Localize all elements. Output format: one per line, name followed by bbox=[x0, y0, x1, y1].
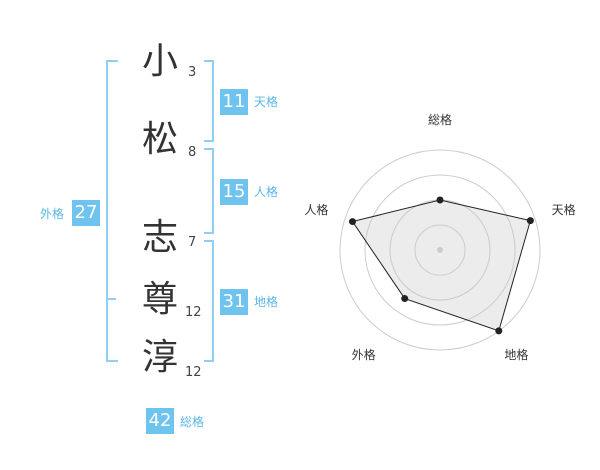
bracket-gaikaku-divider bbox=[106, 298, 116, 300]
radar-point-5 bbox=[349, 218, 357, 226]
soukaku-value: 42 bbox=[146, 408, 174, 434]
radar-axis-label-3: 地格 bbox=[504, 347, 528, 362]
gaikaku-value: 27 bbox=[72, 200, 100, 226]
radar-ring-1 bbox=[414, 224, 466, 276]
chikaku-label: 地格 bbox=[254, 295, 279, 309]
stroke-count-5: 12 bbox=[185, 365, 202, 380]
radar-axis-label-1: 総格 bbox=[428, 112, 452, 127]
radar-ring-4 bbox=[339, 149, 541, 351]
jinkaku-label: 人格 bbox=[254, 185, 279, 199]
radar-axis-label-5: 人格 bbox=[304, 202, 328, 217]
bracket-jinkaku bbox=[204, 148, 214, 234]
bracket-chikaku bbox=[204, 240, 214, 362]
stroke-count-2: 8 bbox=[188, 145, 197, 160]
radar-area bbox=[351, 199, 531, 332]
radar-point-4 bbox=[401, 295, 409, 303]
radar-axis-label-2: 天格 bbox=[552, 202, 576, 217]
radar-point-3 bbox=[495, 327, 503, 335]
tenkaku-label: 天格 bbox=[254, 95, 279, 109]
bracket-gaikaku bbox=[106, 60, 118, 362]
bracket-tenkaku bbox=[204, 60, 214, 142]
radar-point-1 bbox=[436, 196, 444, 204]
soukaku-label: 総格 bbox=[180, 415, 205, 429]
name-char-5: 淳 bbox=[142, 337, 179, 378]
radar-point-2 bbox=[526, 217, 534, 225]
gaikaku-label: 外格 bbox=[40, 207, 65, 221]
stroke-count-3: 7 bbox=[188, 235, 197, 250]
name-char-3: 志 bbox=[142, 217, 179, 258]
radar-axis-label-4: 外格 bbox=[352, 347, 376, 362]
stroke-count-1: 3 bbox=[188, 65, 197, 80]
jinkaku-value: 15 bbox=[220, 179, 248, 205]
radar-ring-3 bbox=[364, 174, 516, 326]
name-char-1: 小 bbox=[142, 41, 179, 82]
radar-center bbox=[437, 247, 443, 253]
chikaku-value: 31 bbox=[220, 289, 248, 315]
stroke-count-4: 12 bbox=[185, 305, 202, 320]
name-char-2: 松 bbox=[142, 119, 179, 160]
tenkaku-value: 11 bbox=[220, 89, 248, 115]
name-char-4: 尊 bbox=[142, 279, 179, 320]
